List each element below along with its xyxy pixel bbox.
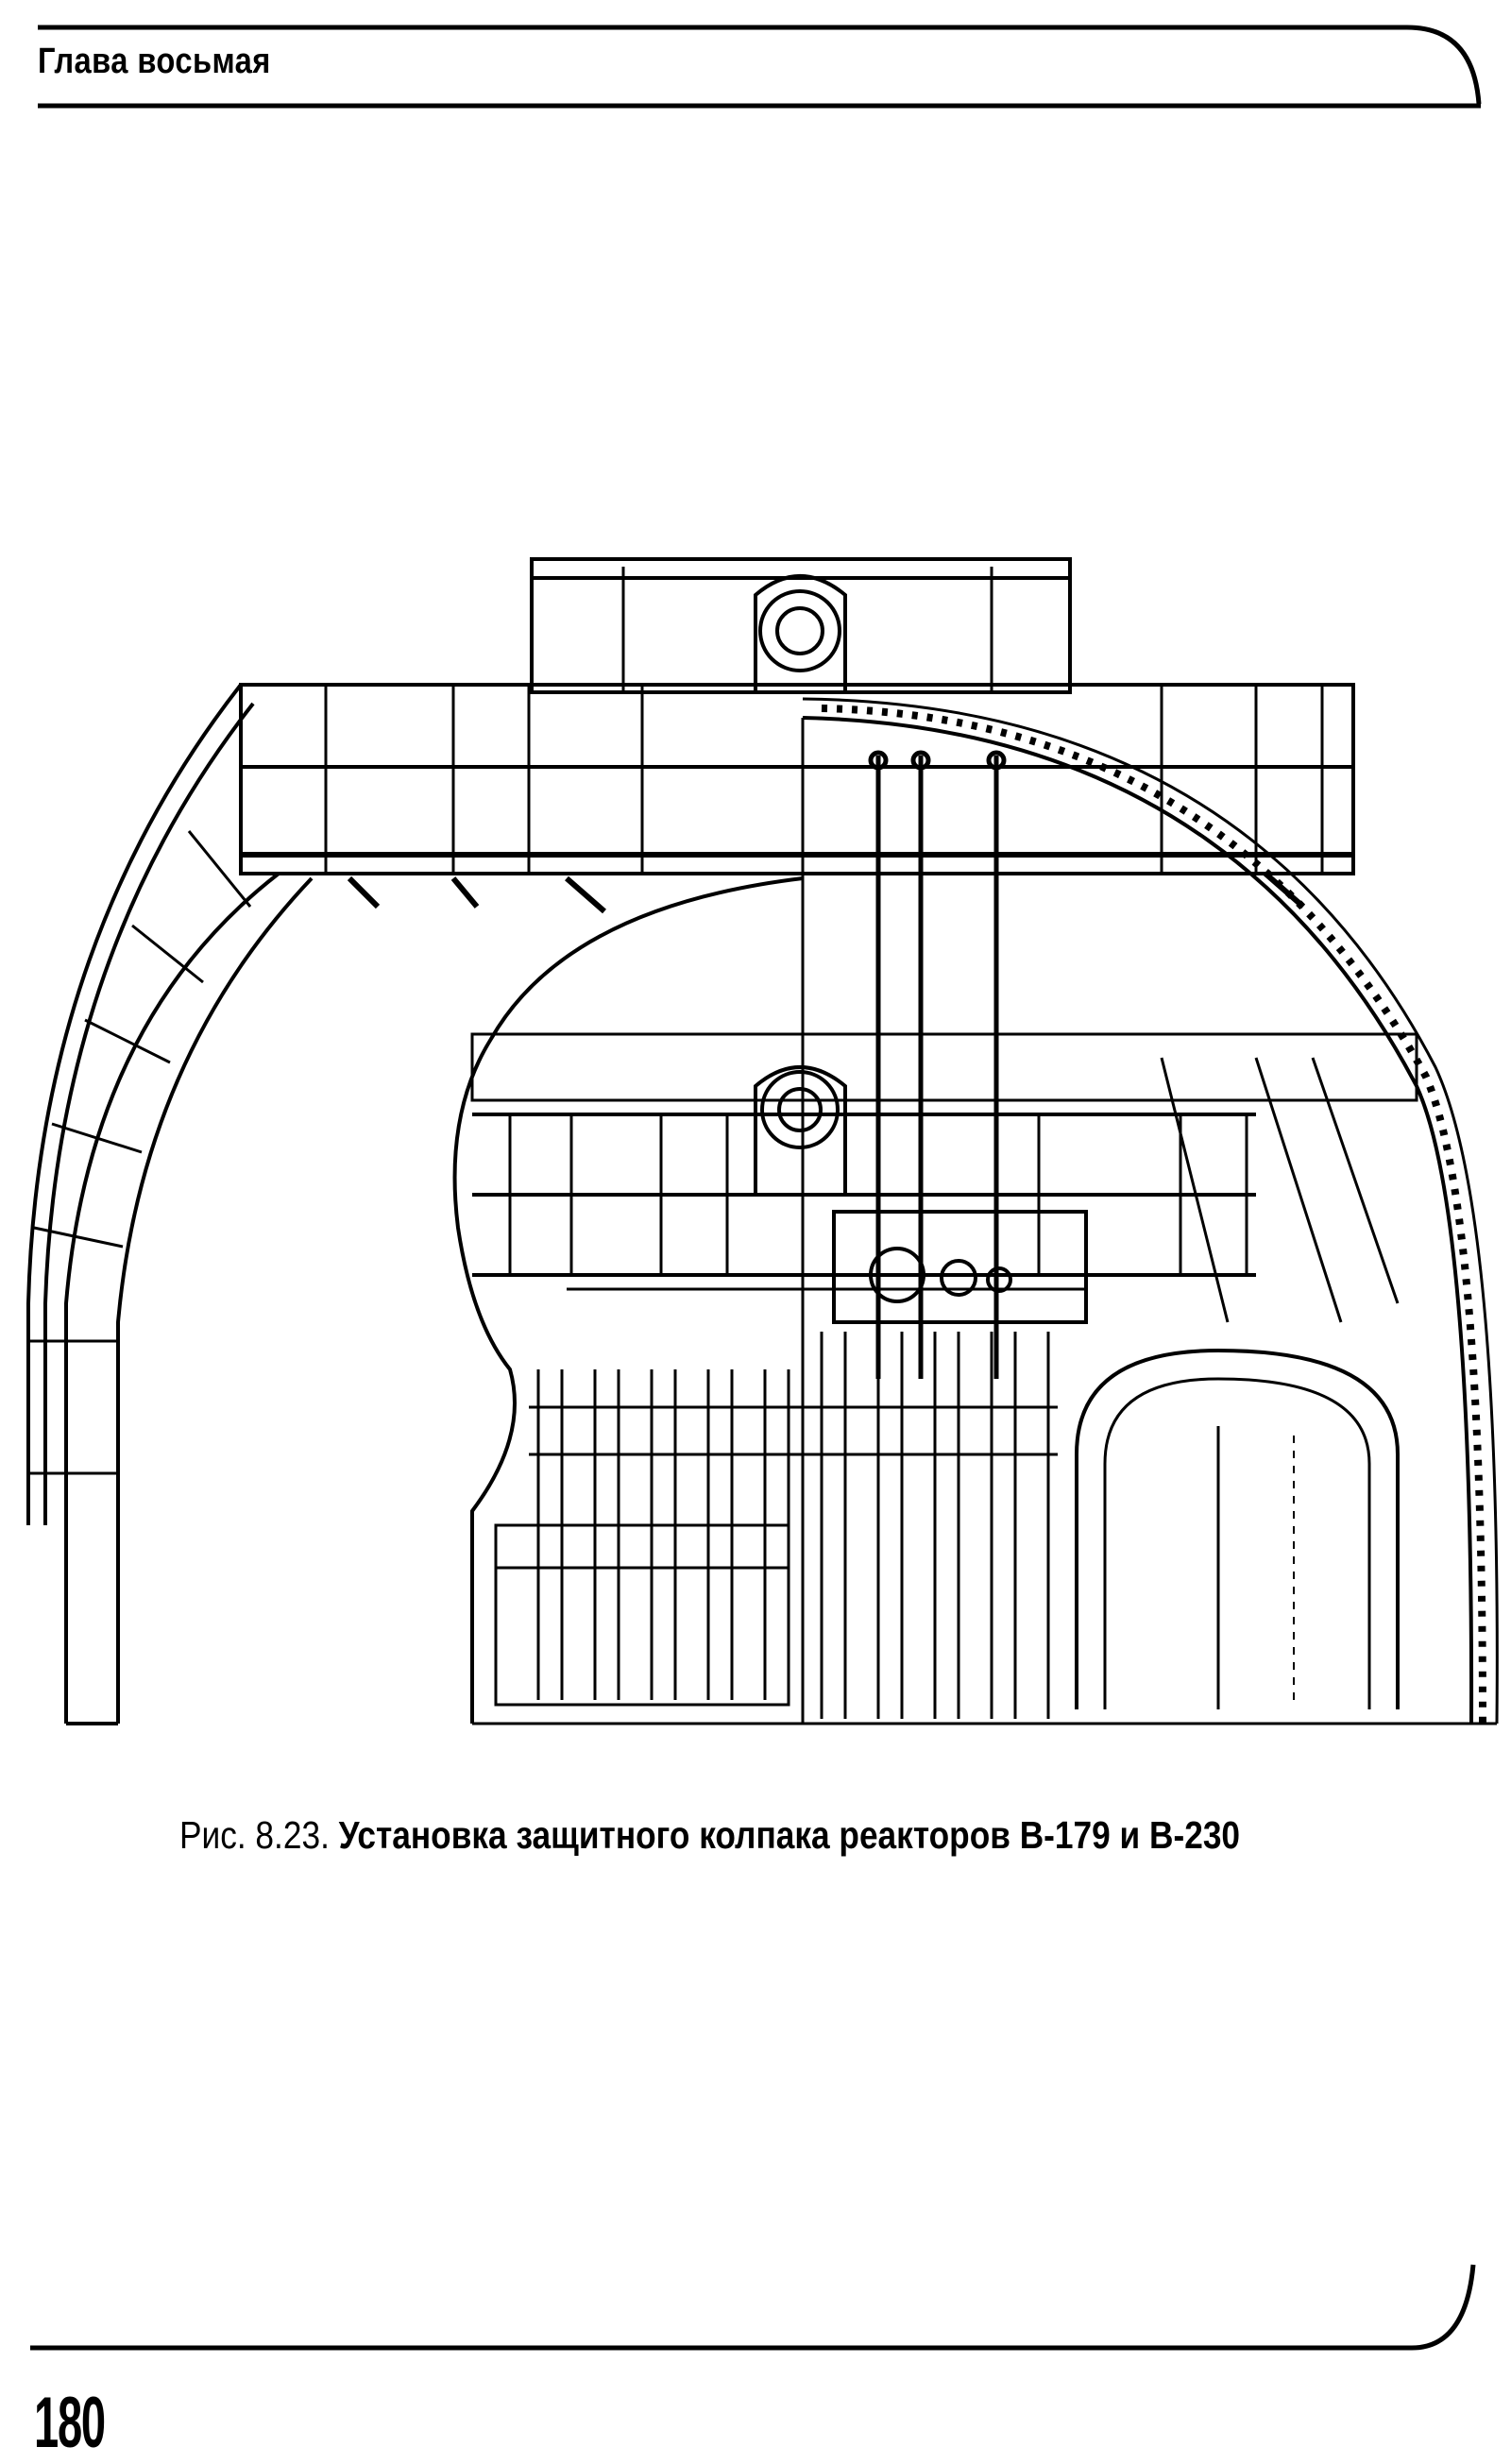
yoke-plate: [567, 1210, 1088, 1324]
left-arch: [26, 683, 314, 1725]
footer-rule: [30, 2264, 1476, 2351]
upper-platform: [239, 683, 1355, 914]
figure-number: Рис. 8.23.: [179, 1813, 330, 1857]
figure-title: Установка защитного колпака реакторов В-…: [338, 1813, 1241, 1857]
lifting-rods: [868, 750, 1007, 1379]
control-rod-drives: [494, 1332, 1058, 1719]
page-number: 180: [34, 2383, 106, 2463]
cap-drum: [1075, 1348, 1400, 1709]
chapter-title: Глава восьмая: [38, 42, 271, 81]
header-rule-top: [38, 25, 1482, 105]
top-hinge-box: [530, 557, 1072, 694]
reactor-cap-drawing: [26, 557, 1499, 1725]
cutaway-boundary: [452, 876, 804, 1724]
figure-caption: Рис. 8.23. Установка защитного колпака р…: [179, 1813, 1240, 1858]
middle-platform: [470, 1032, 1418, 1323]
